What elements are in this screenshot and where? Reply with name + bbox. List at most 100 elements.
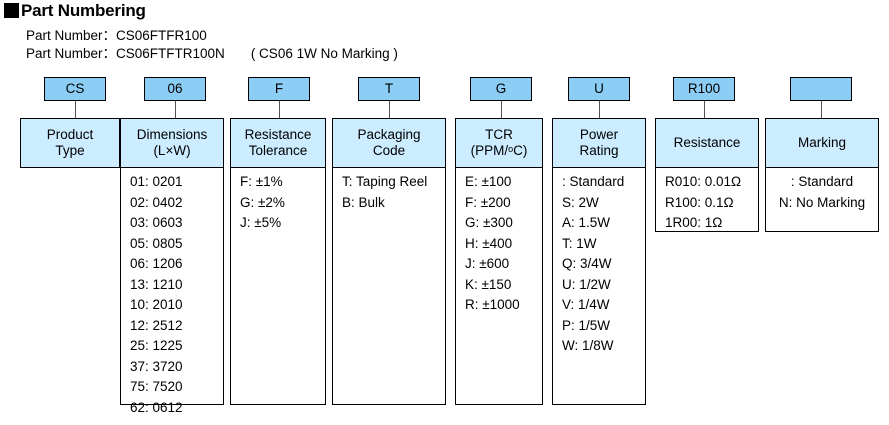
connector-line xyxy=(389,101,390,118)
option-item: 02: 0402 xyxy=(130,194,183,210)
option-item: G: ±300 xyxy=(465,215,513,230)
option-item: B: Bulk xyxy=(342,194,385,210)
category-header-line: TCR xyxy=(485,127,513,142)
category-header-resistance: Resistance xyxy=(655,118,759,168)
option-item: 03: 0603 xyxy=(130,215,183,230)
code-tag-label: R100 xyxy=(687,81,721,97)
option-item: J: ±5% xyxy=(240,215,282,230)
category-header-line: Code xyxy=(372,143,406,158)
option-item: R010: 0.01Ω xyxy=(665,174,742,189)
connector-line xyxy=(279,101,280,118)
option-list-marking: : Standard N: No Marking xyxy=(765,168,879,232)
option-list-power-rating: : Standard S: 2W A: 1.5W T: 1W Q: 3/4W U: 1/2… xyxy=(552,168,646,405)
option-item: 05: 0805 xyxy=(130,235,183,251)
option-item: 75: 7520 xyxy=(130,379,183,394)
option-item: A: 1.5W xyxy=(562,215,611,230)
option-item: P: 1/5W xyxy=(562,317,611,333)
category-header-line: Resistance xyxy=(244,127,312,142)
option-item: Q: 3/4W xyxy=(562,256,612,271)
code-tag-resistance-tolerance: F xyxy=(248,77,310,101)
part-number-note: ( CS06 1W No Marking ) xyxy=(250,46,398,61)
black-square-bullet-icon xyxy=(4,3,19,18)
option-item: J: ±600 xyxy=(465,256,510,271)
category-header-dimensions-l-w: Dimensions(L×W) xyxy=(120,118,224,168)
connector-line xyxy=(501,101,502,118)
category-header-line: Rating xyxy=(579,143,619,158)
option-item: 1R00: 1Ω xyxy=(665,215,723,230)
option-item: 62: 0612 xyxy=(130,399,183,415)
option-item: 01: 0201 xyxy=(130,174,183,189)
category-header-line: Dimensions xyxy=(136,127,208,142)
code-tag-product-type: CS xyxy=(44,77,106,101)
connector-line xyxy=(821,101,822,118)
connector-line xyxy=(704,101,705,118)
code-tag-packaging-code: T xyxy=(358,77,420,101)
page-title-text: Part Numbering xyxy=(21,1,146,20)
part-number-label: Part Number xyxy=(26,46,103,61)
option-item: K: ±150 xyxy=(465,276,512,292)
code-tag-label: 06 xyxy=(167,81,183,97)
option-item: N: No Marking xyxy=(778,194,866,210)
part-number-separator: ： xyxy=(102,46,117,61)
connector-line xyxy=(75,101,76,118)
option-item: E: ±100 xyxy=(465,174,512,189)
code-tag-label: G xyxy=(495,81,507,97)
connector-line xyxy=(599,101,600,118)
part-number-separator: ： xyxy=(102,28,117,43)
option-list-dimensions-l-w: 01: 0201 02: 0402 03: 0603 05: 0805 06: 1206… xyxy=(120,168,224,415)
category-header-line: Resistance xyxy=(673,135,741,150)
code-tag-dimensions-l-w: 06 xyxy=(144,77,206,101)
option-item: 12: 2512 xyxy=(130,317,183,333)
option-item: H: ±400 xyxy=(465,235,513,251)
category-header-line: Packaging xyxy=(357,127,421,142)
category-header-line: Marking xyxy=(797,135,846,150)
code-tag-label: CS xyxy=(65,81,85,97)
category-header-line: Power xyxy=(579,127,619,142)
option-item: V: 1/4W xyxy=(562,297,610,312)
option-item: F: ±1% xyxy=(240,174,283,189)
code-tag-tcr-ppm-c: G xyxy=(470,77,532,101)
part-number-line-1: Part Number：CS06FTFR100 xyxy=(26,28,207,44)
code-tag-label: F xyxy=(274,81,284,97)
part-number-value: CS06FTFR100 xyxy=(116,28,207,43)
part-number-value: CS06FTFTR100N xyxy=(116,46,225,61)
category-header-marking: Marking xyxy=(765,118,879,168)
option-list-resistance-tolerance: F: ±1% G: ±2% J: ±5% xyxy=(230,168,326,405)
option-list-resistance: R010: 0.01Ω R100: 0.1Ω 1R00: 1Ω xyxy=(655,168,759,232)
option-item: 37: 3720 xyxy=(130,358,183,374)
code-tag-marking xyxy=(790,77,852,101)
option-item: R: ±1000 xyxy=(465,297,520,312)
connector-line xyxy=(175,101,176,118)
option-item: F: ±200 xyxy=(465,194,511,210)
code-tag-power-rating: U xyxy=(568,77,630,101)
option-item: T: 1W xyxy=(562,235,597,251)
code-tag-label: U xyxy=(594,81,604,97)
option-item: S: 2W xyxy=(562,194,599,210)
option-item: R100: 0.1Ω xyxy=(665,194,734,210)
option-item: W: 1/8W xyxy=(562,338,614,353)
code-tag-label: T xyxy=(384,81,394,97)
option-item: 13: 1210 xyxy=(130,276,183,292)
page-title: Part Numbering xyxy=(4,2,146,19)
option-item: 25: 1225 xyxy=(130,338,183,353)
option-item: : Standard xyxy=(790,174,854,189)
code-tag-resistance: R100 xyxy=(673,77,735,101)
category-header-line: Type xyxy=(55,143,85,158)
part-number-line-2: Part Number：CS06FTFTR100N ( CS06 1W No Ma… xyxy=(26,46,398,62)
category-header-line: Tolerance xyxy=(248,143,308,158)
option-item: G: ±2% xyxy=(240,194,285,210)
option-item: 10: 2010 xyxy=(130,297,183,312)
category-header-line: (PPM/oC) xyxy=(470,143,528,158)
category-header-line: (L×W) xyxy=(153,143,191,158)
option-list-tcr-ppm-c: E: ±100 F: ±200 G: ±300 H: ±400 J: ±600 K: ±1… xyxy=(455,168,543,405)
option-item: 06: 1206 xyxy=(130,256,183,271)
part-number-label: Part Number xyxy=(26,28,103,43)
option-item: : Standard xyxy=(562,174,625,189)
option-item: U: 1/2W xyxy=(562,276,611,292)
